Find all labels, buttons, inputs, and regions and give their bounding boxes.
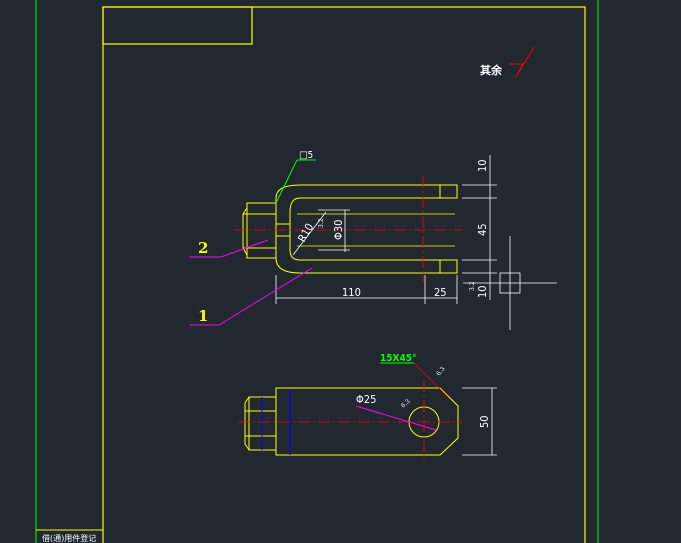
part-leader-1 <box>218 267 313 326</box>
flatness-note: □5 <box>299 150 313 161</box>
dim-hole-diameter: Φ25 <box>356 393 376 406</box>
roughness-mark: 6.3 <box>435 365 447 377</box>
dim-end-length: 25 <box>434 286 447 299</box>
dim-top-thickness: 10 <box>476 159 489 172</box>
radius-leader <box>292 211 327 256</box>
drawing-frame <box>102 6 586 543</box>
front-view <box>244 387 459 456</box>
part-leader-2 <box>220 239 269 258</box>
chamfer-leader <box>413 362 449 398</box>
top-view <box>242 184 458 274</box>
hole-leader <box>355 405 437 431</box>
roughness-mark: 3.2 <box>469 281 476 291</box>
roughness-symbol-icon <box>509 46 535 78</box>
title-box <box>102 6 253 45</box>
part-label-1: 1 <box>198 307 208 325</box>
dim-radius: R10 <box>295 221 316 244</box>
dim-inner-height: 45 <box>476 223 489 236</box>
title-block-text: 借(通)用件登记 <box>42 533 96 543</box>
chamfer-note: 15X45° <box>380 353 416 364</box>
crosshair-cursor-icon <box>463 236 557 330</box>
dim-width: 50 <box>478 415 491 428</box>
part-label-2: 2 <box>198 239 208 257</box>
roughness-note: 其余 <box>480 63 503 77</box>
dim-length: 110 <box>342 286 361 299</box>
roughness-mark: 3.2 <box>318 218 325 228</box>
roughness-mark: 6.3 <box>400 398 412 410</box>
dim-bottom-thickness: 10 <box>476 285 489 298</box>
flatness-leader <box>275 159 298 204</box>
dim-inner-diameter: Φ30 <box>332 220 345 240</box>
